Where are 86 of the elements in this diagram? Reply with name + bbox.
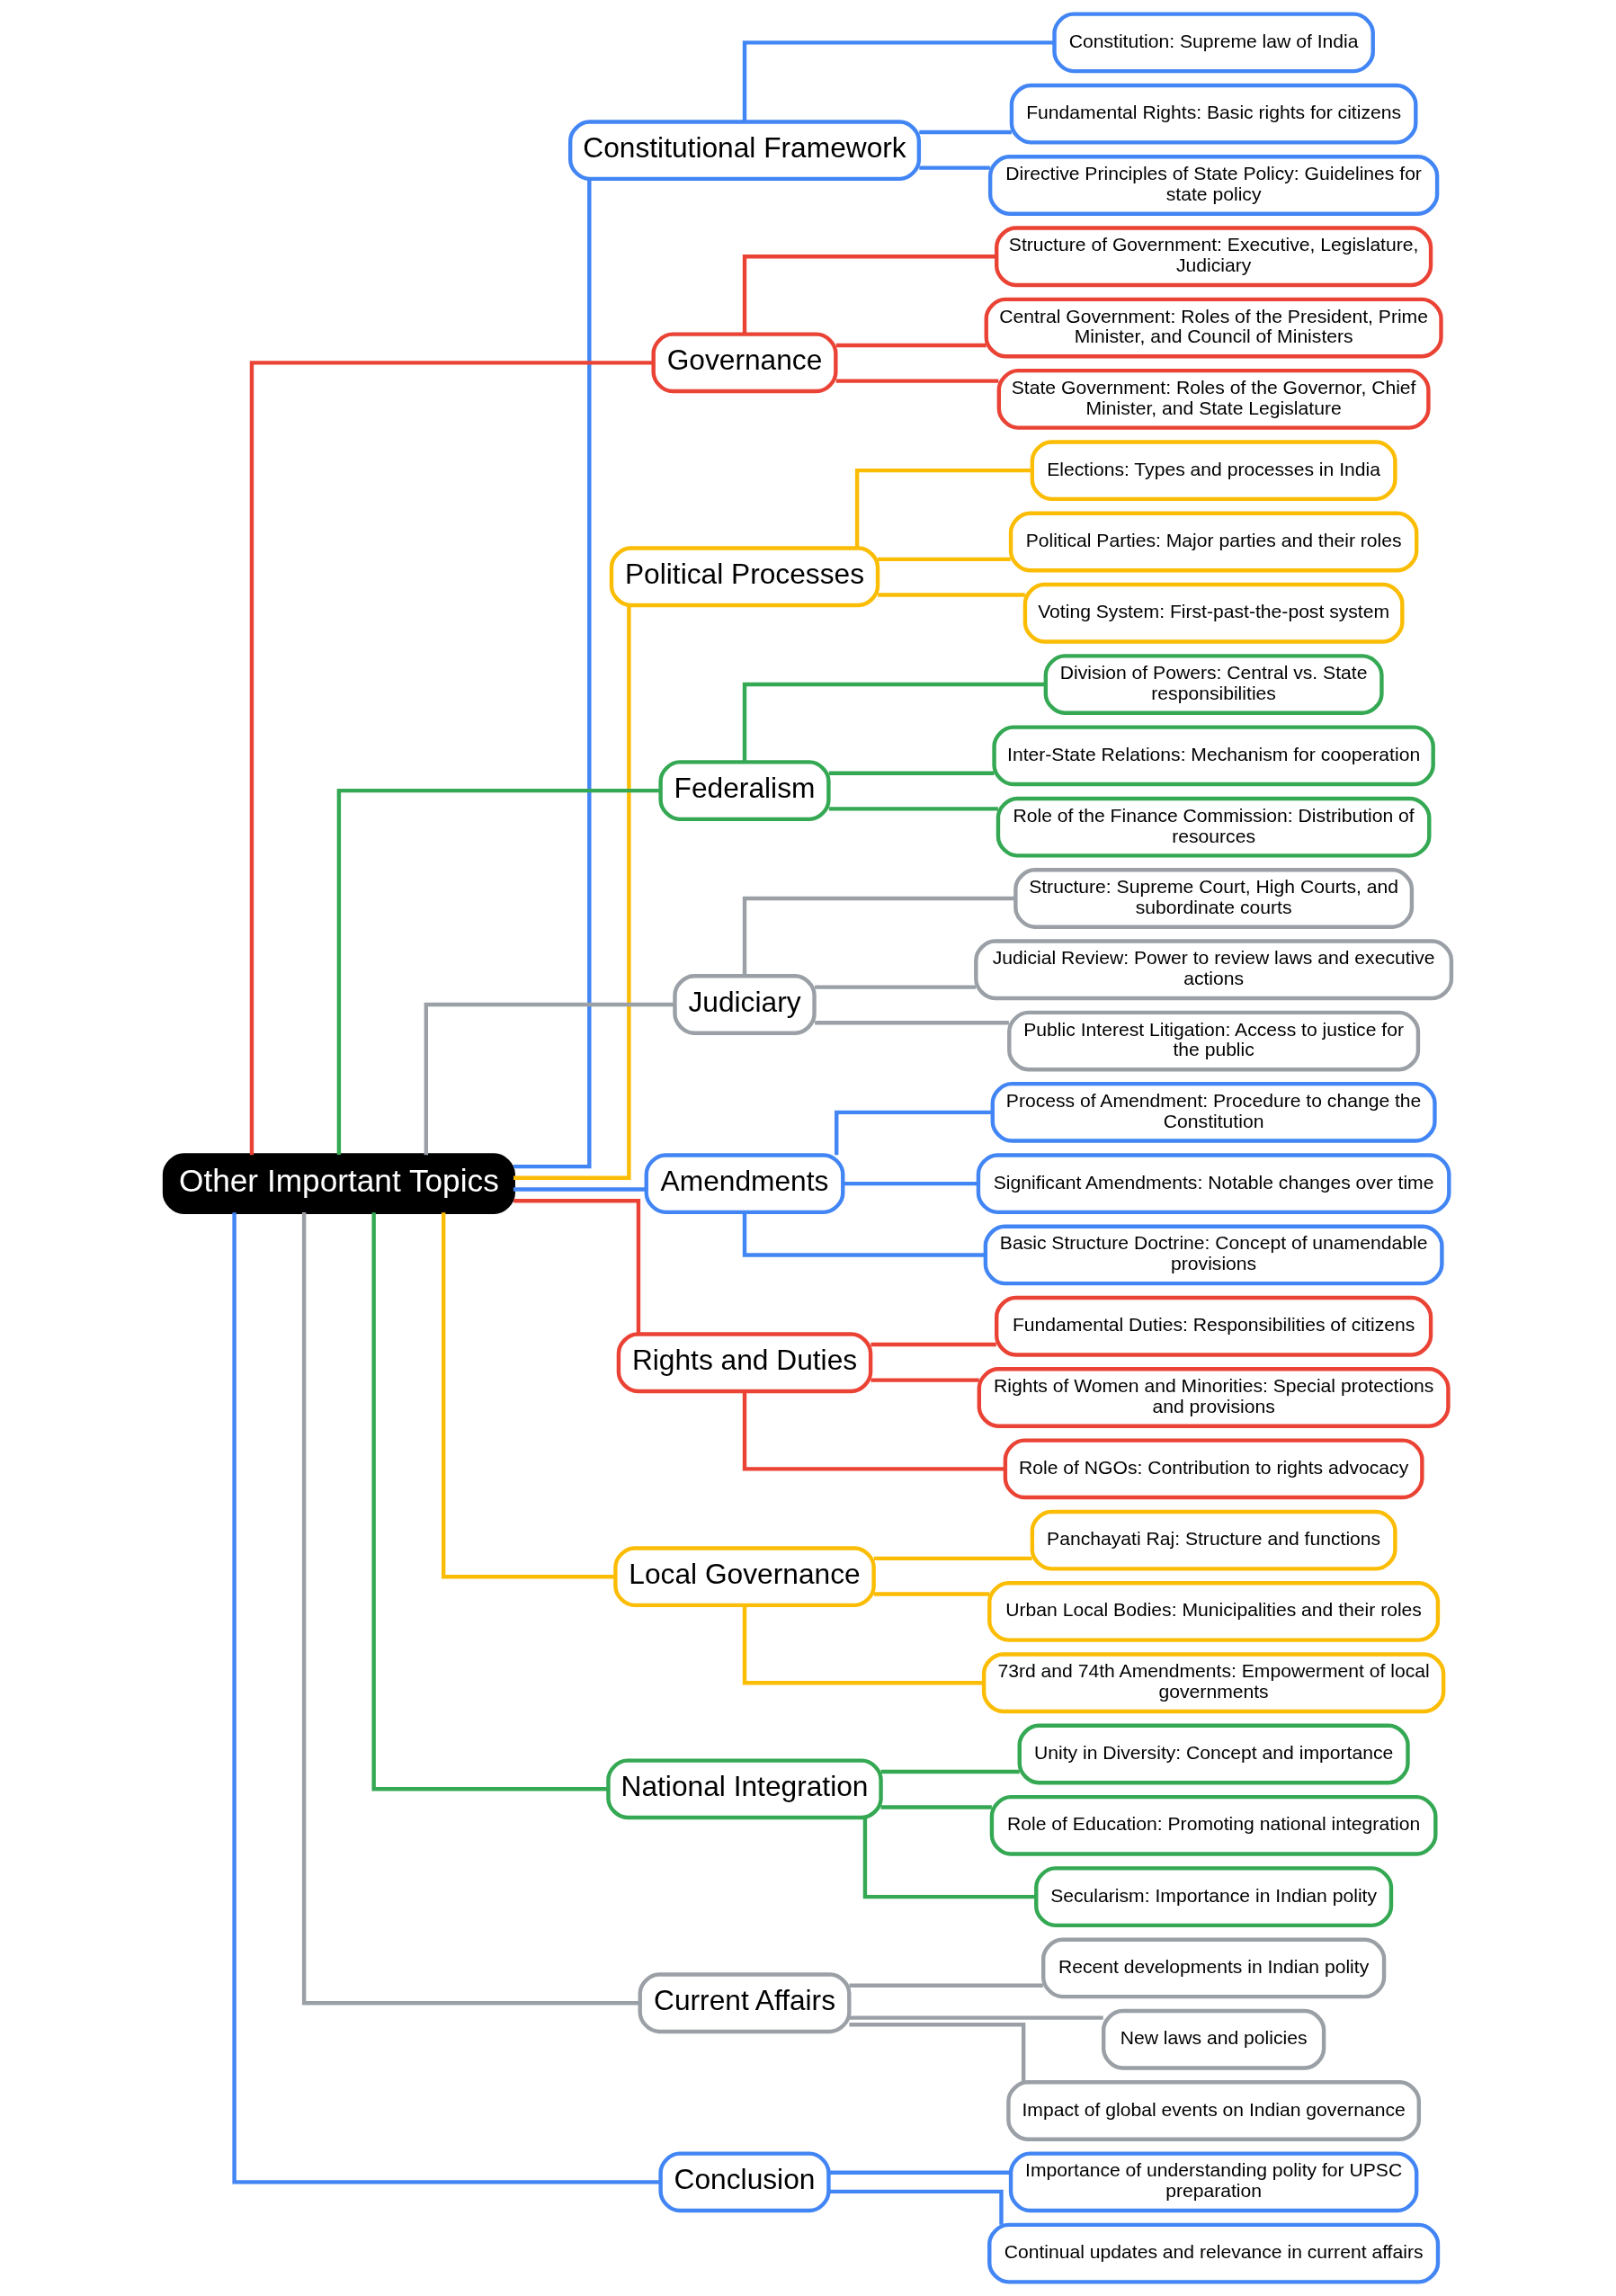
connector	[301, 1212, 640, 2006]
node-box: Political Parties: Major parties and their roles	[1008, 511, 1419, 573]
node-box: Division of Powers: Central vs. State responsibilities	[1043, 654, 1384, 715]
node-box: Local Governance	[613, 1546, 876, 1608]
connector	[336, 788, 661, 1155]
connector	[742, 682, 1046, 762]
node-box: Judicial Review: Power to review laws and executive actions	[974, 939, 1454, 1001]
connector	[849, 2015, 1103, 2020]
connector	[878, 593, 1025, 597]
connector	[835, 343, 987, 348]
node-box: Rights of Women and Minorities: Special protections and provisions	[977, 1367, 1451, 1428]
node-box: Constitution: Supreme law of India	[1052, 12, 1375, 74]
node-box: Fundamental Rights: Basic rights for citizens	[1009, 83, 1418, 145]
connector	[742, 1211, 986, 1257]
node-box: Recent developments in Indian polity	[1041, 1937, 1387, 1999]
node-box: Fundamental Duties: Responsibilities of citizens	[995, 1295, 1433, 1357]
node-box: Public Interest Litigation: Access to justice for the public	[1007, 1010, 1421, 1072]
node-box: State Government: Roles of the Governor, Chief Minister, and State Legislature	[996, 368, 1431, 430]
node-box: Current Affairs	[638, 1972, 852, 2034]
node-box: Secularism: Importance in Indian polity	[1034, 1866, 1394, 1928]
connector	[371, 1212, 609, 1791]
connector	[513, 1187, 647, 1192]
node-box: Other Important Topics	[162, 1153, 515, 1215]
connector	[873, 1556, 1032, 1561]
connector	[815, 1021, 1009, 1025]
node-box: National Integration	[606, 1758, 883, 1820]
connector	[742, 1391, 1005, 1471]
connector	[873, 1592, 990, 1596]
connector	[880, 1805, 992, 1809]
node-box: Panchayati Raj: Structure and functions	[1030, 1509, 1397, 1571]
node-box: Federalism	[658, 760, 831, 822]
node-box: Urban Local Bodies: Municipalities and their roles	[987, 1581, 1441, 1642]
node-box: Voting System: First-past-the-post system	[1022, 582, 1405, 644]
connector	[742, 896, 1016, 976]
node-box: Impact of global events on Indian governance	[1006, 2080, 1422, 2141]
connector	[870, 1378, 979, 1382]
node-box: Judiciary	[673, 974, 817, 1035]
node-box: Significant Amendments: Notable changes over time	[976, 1153, 1451, 1215]
connector	[854, 468, 1032, 548]
node-box: Elections: Types and processes in India	[1030, 440, 1397, 502]
connector	[862, 1818, 1036, 1899]
connector	[835, 1110, 993, 1156]
node-box: Structure of Government: Executive, Legislature, Judiciary	[995, 226, 1433, 288]
connector	[919, 165, 990, 170]
node-box: Role of NGOs: Contribution to rights advocacy	[1003, 1438, 1424, 1500]
connector	[849, 1983, 1043, 1988]
connector	[878, 557, 1011, 562]
connector	[513, 1198, 641, 1335]
node-box: 73rd and 74th Amendments: Empowerment of local governments	[981, 1652, 1446, 1714]
node-box: Role of Education: Promoting national integration	[989, 1794, 1438, 1856]
connector	[513, 179, 592, 1169]
connector	[815, 985, 976, 989]
node-box: Governance	[651, 332, 838, 394]
connector	[870, 1342, 996, 1347]
connector	[742, 40, 1055, 122]
connector	[849, 2023, 1026, 2083]
node-box: Directive Principles of State Policy: Guidelines for state policy	[987, 155, 1440, 216]
connector	[442, 1212, 616, 1579]
node-box: Political Processes	[609, 546, 880, 608]
node-box: Unity in Diversity: Concept and importance	[1017, 1723, 1410, 1785]
node-box: Amendments	[644, 1153, 845, 1215]
connector	[424, 1002, 675, 1156]
connector	[828, 2170, 1011, 2175]
node-box: Inter-State Relations: Mechanism for cooperation	[992, 725, 1435, 787]
connector	[249, 361, 654, 1156]
connector	[919, 130, 1012, 135]
node-box: Importance of understanding polity for UPSC preparation	[1008, 2151, 1419, 2213]
connector	[232, 1212, 661, 2184]
node-box: Constitutional Framework	[567, 120, 922, 182]
node-box: Conclusion	[658, 2151, 831, 2213]
node-box: Structure: Supreme Court, High Courts, and subordinate courts	[1013, 868, 1415, 929]
node-box: Rights and Duties	[616, 1332, 873, 1394]
connector	[513, 605, 631, 1180]
node-box: Basic Structure Doctrine: Concept of unamendable provisions	[983, 1224, 1444, 1286]
connector	[828, 807, 998, 811]
connector	[835, 379, 999, 383]
connector	[880, 1769, 1020, 1774]
connector	[828, 771, 995, 775]
connector	[843, 1181, 978, 1186]
node-box: Continual updates and relevance in current affairs	[987, 2222, 1441, 2284]
node-box: Central Government: Roles of the President, Prime Minister, and Council of Ministers	[984, 297, 1443, 359]
connector	[742, 1605, 984, 1685]
node-box: New laws and policies	[1101, 2008, 1326, 2070]
node-box: Role of the Finance Commission: Distribution of resources	[995, 796, 1432, 858]
connector	[742, 255, 996, 335]
node-box: Process of Amendment: Procedure to change the Constitution	[990, 1081, 1437, 1143]
